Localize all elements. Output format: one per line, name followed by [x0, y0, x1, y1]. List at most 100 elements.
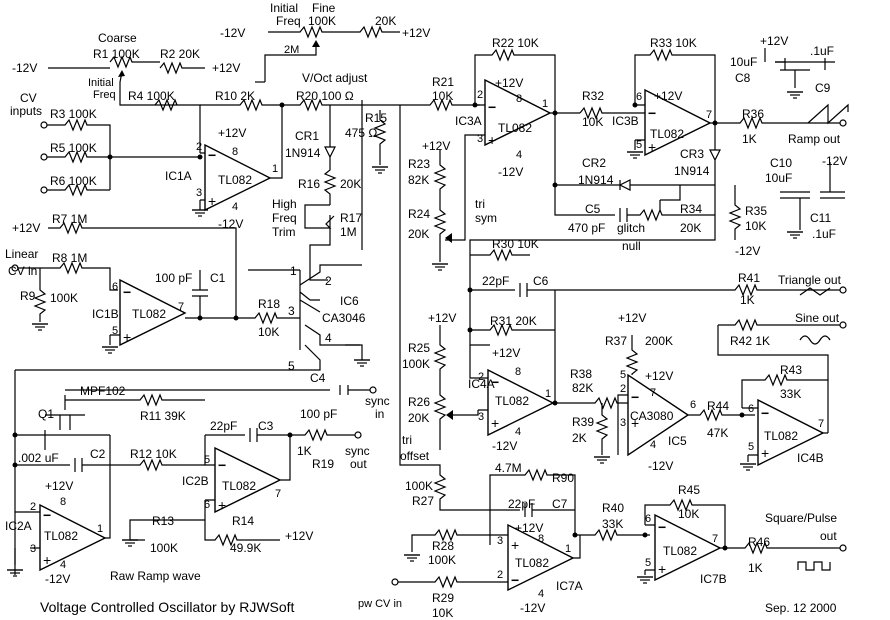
diagram-date: Sep. 12 2000 [765, 601, 837, 615]
labels-cr2-label: CR2 [582, 156, 606, 170]
labels-c2v-label: .002 uF [18, 451, 59, 465]
square-waveform-icon [797, 561, 831, 571]
cv-inputs: CV inputs R3 100K R5 100K R6 100K [10, 91, 200, 197]
labels-r5-label: R5 100K [50, 141, 97, 155]
labels-tl082-label: TL082 [222, 479, 256, 493]
ic5-ota: − + 2 3 5 6 +12V 7 CA3080 4 IC5 -12V +12… [570, 311, 755, 473]
pin-number-label: + [511, 537, 519, 553]
labels-ic2a-label: IC2A [5, 519, 32, 533]
labels-tl082-label: TL082 [650, 127, 684, 141]
labels-freqTrim-label: Freq [272, 211, 297, 225]
labels-ic4b-label: IC4B [797, 451, 824, 465]
pin-number-label: 7 [650, 387, 656, 399]
pin-number-label: 5 [620, 369, 626, 381]
labels-r25-label: R25 [408, 341, 430, 355]
labels-ic2b-label: IC2B [182, 474, 209, 488]
pin-number-label: 1 [565, 543, 571, 555]
pin-number-label: 6 [112, 281, 118, 293]
labels-plus12-label: +12V [218, 126, 246, 140]
labels-r45v-label: 10K [678, 507, 699, 521]
labels-r23-label: R23 [408, 157, 430, 171]
pin-number-label: 1 [545, 388, 551, 400]
pin-number-label: 7 [706, 109, 712, 121]
pin-number-label: + [658, 561, 666, 577]
labels-r90v-label: 4.7M [495, 461, 522, 475]
labels-null-label: null [622, 239, 641, 253]
labels-syncIn2-label: in [375, 407, 384, 421]
labels-offset-label: offset [400, 449, 430, 463]
labels-c10v-label: 10uF [765, 171, 792, 185]
labels-c2-label: C2 [90, 447, 106, 461]
labels-minus12-label: -12V [220, 26, 245, 40]
labels-cvInputs2-label: inputs [10, 104, 42, 118]
pin-number-label: 4 [515, 426, 521, 438]
labels-freq-label: Freq [93, 89, 116, 101]
labels-c3v-label: 22pF [210, 419, 237, 433]
pin-number-label: 3 [497, 535, 503, 547]
labels-minus12-label: -12V [218, 217, 243, 231]
labels-plus12-label: +12V [645, 369, 673, 383]
labels-r30-label: R30 10K [492, 237, 539, 251]
labels-r32-label: R32 [582, 89, 604, 103]
triangle-waveform-icon [799, 287, 831, 296]
labels-r43-label: R43 [780, 363, 802, 377]
labels-tl082-label: TL082 [218, 173, 252, 187]
labels-r32v-label: 10K [582, 115, 603, 129]
labels-tl082-label: TL082 [515, 556, 549, 570]
labels-r37-label: R37 [605, 334, 627, 348]
pin-number-label: 4 [325, 331, 332, 345]
ic2b-opamp: − + TL082 5 6 7 IC2B 22pF C3 1K R19 sync… [121, 419, 370, 555]
labels-minus12-label: -12V [520, 601, 545, 615]
labels-plus12-label: +12V [618, 311, 646, 325]
labels-syncOut1-label: sync [345, 444, 370, 458]
labels-r7-label: R7 1M [52, 212, 87, 226]
labels-r38v-label: 82K [572, 381, 593, 395]
labels-c10-label: C10 [770, 156, 792, 170]
r1-r2-resistors [48, 55, 205, 75]
labels-plus12-label: +12V [515, 521, 543, 535]
labels-r29-label: R29 [432, 591, 454, 605]
pin-number-label: 2 [325, 274, 332, 288]
coarse-freq-section: -12V +12V Coarse R1 100K R2 20K Initial … [12, 31, 400, 153]
labels-r35-label: R35 [745, 204, 767, 218]
ic1a-opamp: − + +12V 8 TL082 4 -12V 2 3 1 IC1A [165, 102, 285, 231]
pin-number-label: − [511, 572, 519, 588]
labels-r10-label: R10 2K [215, 89, 255, 103]
pin-number-label: 3 [477, 133, 483, 145]
labels-glitch-label: glitch [617, 221, 645, 235]
pin-number-label: 6 [690, 399, 696, 411]
labels-c1v-label: 100 pF [155, 271, 192, 285]
labels-ic7b-label: IC7B [700, 572, 727, 586]
labels-q1-label: Q1 [38, 407, 54, 421]
pin-number-label: 4 [60, 559, 66, 571]
pin-number-label: − [761, 405, 769, 421]
labels-r15v-label: 475 Ω [345, 126, 377, 140]
labels-r8-label: R8 1M [52, 251, 87, 265]
labels-in914-label: 1N914 [578, 173, 614, 187]
linear-cv-section: +12V R7 1M R8 1M Linear CV in R9 100K − … [5, 212, 239, 354]
labels-c8-label: C8 [735, 71, 751, 85]
labels-tl082-label: TL082 [764, 429, 798, 443]
labels-cr1-label: CR1 [295, 129, 319, 143]
labels-c5v-label: 470 pF [568, 221, 605, 235]
labels-r90-label: R90 [552, 471, 574, 485]
pin-number-label: 7 [818, 418, 824, 430]
labels-minus12-label: -12V [498, 165, 523, 179]
labels-r18v-label: 10K [258, 325, 279, 339]
labels-tl082-label: TL082 [663, 544, 697, 558]
labels-r20-label: R20 100 Ω [296, 89, 354, 103]
labels-minus12-label: -12V [735, 244, 760, 258]
labels-c4v-label: 100 pF [300, 407, 337, 421]
labels-tri-label: tri [402, 433, 412, 447]
labels-r37v-label: 200K [645, 334, 673, 348]
pin-number-label: 6 [748, 403, 754, 415]
labels-ca3080-label: CA3080 [630, 409, 674, 423]
labels-ic5-label: IC5 [668, 434, 687, 448]
pin-number-label: 6 [204, 499, 210, 511]
pin-number-label: 2 [497, 569, 503, 581]
labels-r16v-label: 20K [340, 177, 361, 191]
pin-number-label: 3 [196, 187, 202, 199]
labels-r28v-label: 100K [428, 553, 456, 567]
pin-number-label: 7 [178, 301, 184, 313]
pin-number-label: 8 [538, 533, 544, 545]
